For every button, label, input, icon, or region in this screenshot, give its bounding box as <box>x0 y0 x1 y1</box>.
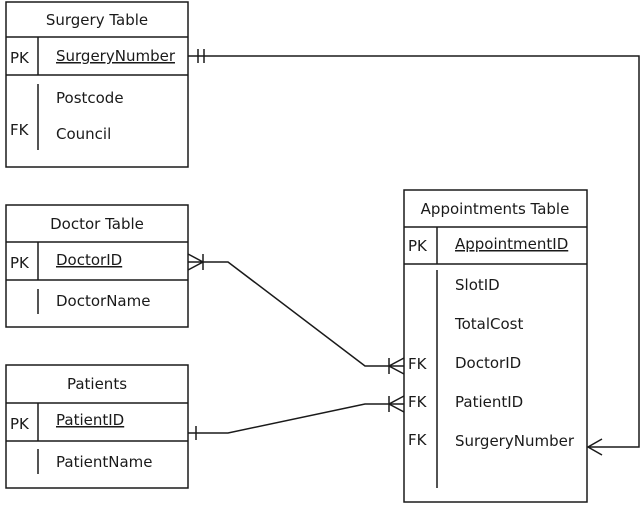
relationship-line-doctor <box>188 261 404 367</box>
doctor-table-field-doctorname: DoctorName <box>56 292 150 310</box>
surgery-table-field-postcode: Postcode <box>56 89 124 107</box>
patients-table: Patients PK PatientID PatientName <box>5 364 189 489</box>
appointments-table: Appointments Table PK AppointmentID Slot… <box>403 189 588 503</box>
appointments-table-box <box>403 189 588 503</box>
surgery-table-pk-label: PK <box>10 49 30 67</box>
surgery-table-pk-field: SurgeryNumber <box>56 47 176 65</box>
appointments-table-field-patientid: PatientID <box>455 393 523 411</box>
surgery-table-field-council: Council <box>56 125 111 143</box>
appointments-table-fk-label-doctorid: FK <box>408 355 428 373</box>
doctor-table-title: Doctor Table <box>50 215 144 233</box>
cardinality-many-crowfoot <box>586 438 603 456</box>
relationship-line-patients <box>188 403 404 434</box>
patients-table-field-patientname: PatientName <box>56 453 152 471</box>
appointments-table-field-doctorid: DoctorID <box>455 354 521 372</box>
patients-table-pk-field: PatientID <box>56 411 124 429</box>
patients-table-title: Patients <box>67 375 127 393</box>
relationship-line-surgery <box>188 55 640 448</box>
relationship-surgery-appointments <box>188 49 640 456</box>
relationship-patients-appointments <box>188 395 405 440</box>
appointments-table-field-surgerynumber: SurgeryNumber <box>455 432 575 450</box>
appointments-table-title: Appointments Table <box>421 200 570 218</box>
doctor-table-pk-label: PK <box>10 254 30 272</box>
patients-table-pk-label: PK <box>10 415 30 433</box>
appointments-table-field-totalcost: TotalCost <box>454 315 523 333</box>
appointments-table-pk-field: AppointmentID <box>455 235 568 253</box>
appointments-table-pk-label: PK <box>408 237 428 255</box>
appointments-table-fk-label-patientid: FK <box>408 393 428 411</box>
doctor-table: Doctor Table PK DoctorID DoctorName <box>5 204 189 328</box>
relationship-doctor-appointments <box>187 253 405 375</box>
appointments-table-fk-label-surgerynumber: FK <box>408 431 428 449</box>
doctor-table-pk-field: DoctorID <box>56 251 122 269</box>
patients-table-box <box>5 364 189 489</box>
surgery-table-title: Surgery Table <box>46 11 148 29</box>
surgery-table-fk-label: FK <box>10 121 30 139</box>
surgery-table: Surgery Table PK SurgeryNumber Postcode … <box>5 1 189 168</box>
doctor-table-box <box>5 204 189 328</box>
surgery-table-box <box>5 1 189 168</box>
appointments-table-field-slotid: SlotID <box>455 276 500 294</box>
